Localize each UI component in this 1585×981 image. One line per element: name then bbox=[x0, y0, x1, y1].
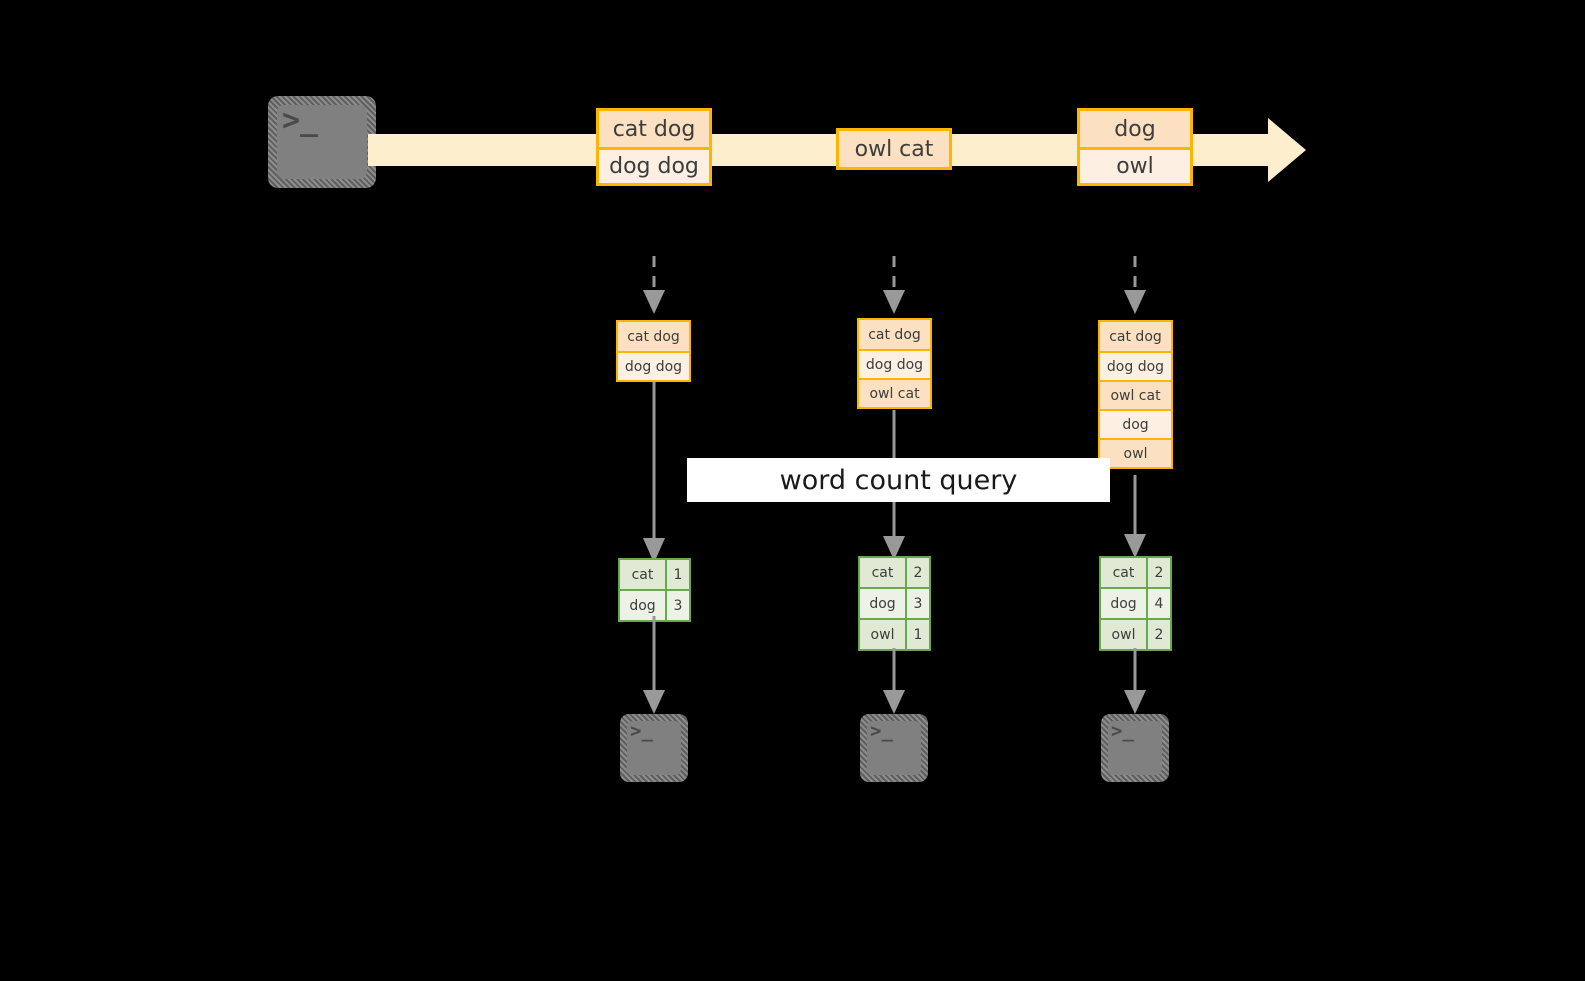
sink-connector-column-3 bbox=[1119, 648, 1151, 716]
table-cell-word: dog bbox=[860, 589, 905, 618]
table-cell-count: 4 bbox=[1146, 589, 1170, 618]
table-cell-count: 3 bbox=[905, 589, 929, 618]
sink-terminal-icon-column-2: >_ bbox=[860, 714, 928, 782]
record-line: dog dog bbox=[859, 349, 930, 378]
source-terminal-icon: >_ bbox=[268, 96, 376, 188]
table-row: owl 2 bbox=[1101, 618, 1170, 649]
word-count-table-column-2: cat 2 dog 3 owl 1 bbox=[858, 556, 931, 651]
input-stack-column-3: cat dog dog dog owl cat dog owl bbox=[1098, 320, 1173, 469]
record-line: dog bbox=[1100, 409, 1171, 438]
record-line: cat dog bbox=[859, 320, 930, 349]
record-line: dog dog bbox=[599, 147, 709, 183]
query-label: word count query bbox=[687, 458, 1110, 502]
record-line: owl bbox=[1080, 147, 1190, 183]
sink-connector-column-2 bbox=[878, 648, 910, 716]
input-stack-column-1: cat dog dog dog bbox=[616, 320, 691, 382]
record-line: cat dog bbox=[618, 322, 689, 351]
table-row: cat 2 bbox=[860, 558, 929, 587]
terminal-prompt-glyph: >_ bbox=[870, 720, 893, 742]
table-cell-word: cat bbox=[1101, 558, 1146, 587]
table-row: cat 2 bbox=[1101, 558, 1170, 587]
record-line: dog bbox=[1080, 111, 1190, 147]
table-cell-word: cat bbox=[620, 560, 665, 589]
query-connector-column-1 bbox=[638, 382, 670, 565]
dashed-connector-column-3 bbox=[1119, 256, 1151, 318]
table-cell-word: dog bbox=[1101, 589, 1146, 618]
table-cell-word: cat bbox=[860, 558, 905, 587]
table-cell-word: owl bbox=[1101, 620, 1146, 649]
record-line: owl cat bbox=[839, 131, 949, 167]
table-row: dog 3 bbox=[860, 587, 929, 618]
terminal-prompt-glyph: >_ bbox=[1111, 720, 1134, 742]
table-row: cat 1 bbox=[620, 560, 689, 589]
table-cell-count: 2 bbox=[1146, 558, 1170, 587]
dashed-connector-column-2 bbox=[878, 256, 910, 318]
table-row: owl 1 bbox=[860, 618, 929, 649]
table-cell-count: 1 bbox=[905, 620, 929, 649]
stream-record-1: cat dog dog dog bbox=[596, 108, 712, 186]
word-count-table-column-1: cat 1 dog 3 bbox=[618, 558, 691, 622]
table-cell-word: owl bbox=[860, 620, 905, 649]
record-line: cat dog bbox=[1100, 322, 1171, 351]
sink-terminal-icon-column-1: >_ bbox=[620, 714, 688, 782]
table-cell-count: 1 bbox=[665, 560, 689, 589]
record-line: owl cat bbox=[1100, 380, 1171, 409]
sink-terminal-icon-column-3: >_ bbox=[1101, 714, 1169, 782]
record-line: dog dog bbox=[1100, 351, 1171, 380]
table-cell-count: 3 bbox=[665, 591, 689, 620]
terminal-screen bbox=[867, 721, 921, 775]
record-line: owl cat bbox=[859, 378, 930, 407]
query-label-text: word count query bbox=[779, 464, 1018, 496]
input-stack-column-2: cat dog dog dog owl cat bbox=[857, 318, 932, 409]
table-row: dog 4 bbox=[1101, 587, 1170, 618]
terminal-prompt-glyph: >_ bbox=[282, 103, 319, 138]
terminal-screen bbox=[277, 105, 367, 179]
stream-record-3: dog owl bbox=[1077, 108, 1193, 186]
record-line: owl bbox=[1100, 438, 1171, 467]
stream-record-2: owl cat bbox=[836, 128, 952, 170]
terminal-screen bbox=[627, 721, 681, 775]
table-cell-count: 2 bbox=[905, 558, 929, 587]
terminal-screen bbox=[1108, 721, 1162, 775]
table-cell-count: 2 bbox=[1146, 620, 1170, 649]
record-line: cat dog bbox=[599, 111, 709, 147]
record-line: dog dog bbox=[618, 351, 689, 380]
table-row: dog 3 bbox=[620, 589, 689, 620]
dashed-connector-column-1 bbox=[638, 256, 670, 318]
sink-connector-column-1 bbox=[638, 616, 670, 716]
query-connector-column-3 bbox=[1119, 475, 1151, 560]
table-cell-word: dog bbox=[620, 591, 665, 620]
terminal-prompt-glyph: >_ bbox=[630, 720, 653, 742]
word-count-table-column-3: cat 2 dog 4 owl 2 bbox=[1099, 556, 1172, 651]
